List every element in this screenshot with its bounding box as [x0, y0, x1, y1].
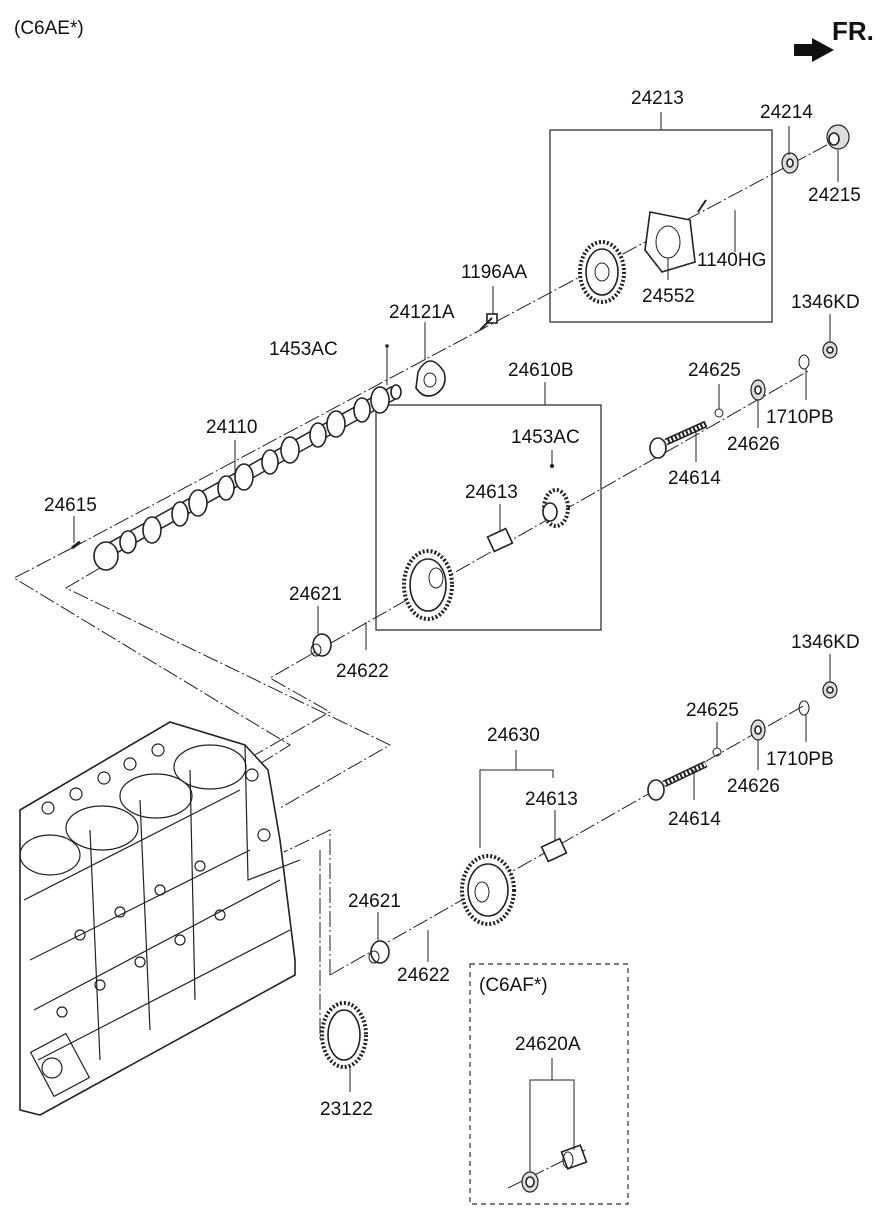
part-label-1196aa: 1196AA: [461, 262, 528, 283]
part-label-1710pb-bot: 1710PB: [766, 749, 834, 770]
camshaft-pin: [71, 540, 81, 550]
upper-idler-bushing: [486, 527, 514, 553]
upper-nut: [822, 341, 838, 359]
sub-model-code-label: (C6AF*): [479, 975, 548, 996]
part-label-24215: 24215: [808, 185, 861, 206]
gear-plate-bolt: [697, 199, 707, 213]
part-label-24614-bot: 24614: [668, 809, 721, 830]
upper-idler-shaft-bolt: [310, 633, 332, 657]
cam-washer-hole: [786, 158, 794, 168]
part-label-24613-bot: 24613: [525, 789, 578, 810]
upper-idler-gear-large: [402, 549, 454, 621]
lower-nut: [822, 681, 838, 699]
camshaft-key: [385, 344, 389, 348]
part-label-1140hg: 1140HG: [697, 250, 766, 271]
lower-bearing: [750, 719, 766, 741]
front-indicator-label: FR.: [832, 16, 874, 46]
camshaft-gear: [578, 240, 626, 304]
lower-idler-bushing: [540, 837, 568, 863]
part-label-24213: 24213: [631, 88, 684, 109]
upper-idler-guide-line-2: [231, 654, 332, 769]
part-label-24110: 24110: [206, 417, 257, 438]
idler-gear-assembly-box: [375, 404, 602, 631]
part-label-24214: 24214: [760, 102, 813, 123]
upper-bearing: [750, 379, 766, 401]
crankshaft-gear: [320, 1001, 368, 1069]
upper-idler-gear-small: [542, 488, 570, 528]
part-label-24622-bot: 24622: [397, 965, 450, 986]
part-label-24625-top: 24625: [688, 360, 741, 381]
camshaft-axis-line: [71, 137, 841, 549]
lower-idler-axis-line: [329, 704, 806, 976]
lower-idler-guide-line: [283, 829, 331, 975]
part-label-24622-top: 24622: [336, 661, 389, 682]
part-label-24621-top: 24621: [289, 584, 342, 605]
part-label-24626-top: 24626: [727, 434, 780, 455]
part-label-23122: 23122: [320, 1099, 373, 1120]
part-label-1453ac-top: 1453AC: [269, 339, 338, 360]
upper-idler-shaft: [649, 420, 708, 459]
part-label-24552: 24552: [642, 286, 695, 307]
part-label-1346kd-top: 1346KD: [791, 292, 860, 313]
engine-block: [19, 721, 301, 1116]
front-direction-arrow-icon: [794, 38, 834, 62]
part-label-24621-bot: 24621: [348, 891, 401, 912]
lower-idler-shaft-bolt: [368, 940, 390, 964]
part-label-24625-bot: 24625: [686, 700, 739, 721]
idler-key: [550, 464, 554, 468]
lower-idler-shaft: [647, 760, 708, 801]
thrust-plate-bolt: [479, 313, 498, 331]
lower-idler-gear: [460, 854, 516, 926]
upper-snap-ring: [798, 354, 810, 370]
part-label-24614-top: 24614: [668, 468, 721, 489]
camshaft-gear-plate: [644, 211, 696, 273]
part-label-24610b: 24610B: [508, 360, 574, 381]
c6af-bushing: [560, 1144, 588, 1170]
part-label-1346kd-bot: 1346KD: [791, 632, 860, 653]
part-label-24613-top: 24613: [465, 482, 518, 503]
thrust-plate: [415, 360, 446, 397]
part-label-24620a: 24620A: [515, 1034, 581, 1055]
model-code-label: (C6AE*): [14, 18, 84, 39]
c6af-variant-box: [469, 963, 629, 1205]
upper-idler-guide-line: [64, 567, 392, 809]
camshaft: [93, 384, 402, 571]
lower-snap-ring: [798, 700, 810, 716]
part-label-24630: 24630: [487, 725, 540, 746]
camshaft-guide-line: [12, 547, 291, 771]
part-label-1710pb-top: 1710PB: [766, 407, 834, 428]
part-label-24626-bot: 24626: [727, 776, 780, 797]
upper-oring: [714, 408, 724, 418]
part-label-24615: 24615: [44, 495, 97, 516]
c6af-washer: [521, 1171, 539, 1193]
part-label-24121a: 24121A: [389, 302, 455, 323]
c6af-bushing-axis-line: [507, 1149, 586, 1189]
part-label-1453ac-mid: 1453AC: [511, 427, 580, 448]
cam-nut: [826, 124, 850, 150]
